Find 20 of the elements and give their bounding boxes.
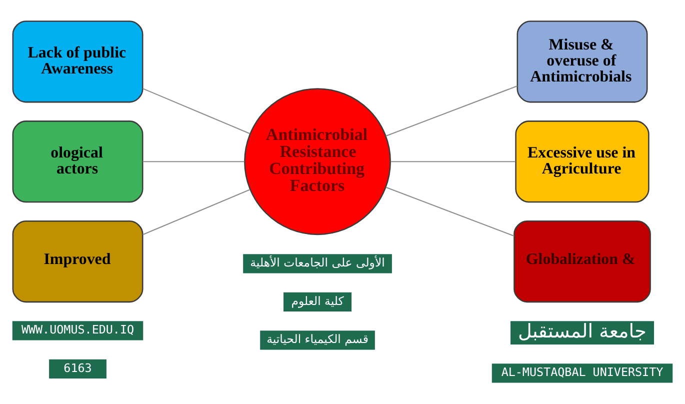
connector [386,86,518,136]
label: WWW.UOMUS.EDU.IQ [21,322,134,337]
connector [390,161,516,162]
node-box: Lack of public Awareness [12,20,144,103]
connector [142,88,250,134]
label: الأولى على الجامعات الأهلية [250,256,385,270]
label: AL-MUSTAQBAL UNIVERSITY [501,365,664,380]
node-box: Improved [12,220,144,303]
node-box: Misuse & overuse of Antimicrobials [516,20,648,103]
connector [386,186,514,236]
label: كلية العلوم [291,294,344,308]
label: جامعة المستقبل [518,319,646,342]
node-box: Excessive use in Agriculture [515,120,650,203]
connector [142,189,250,236]
node-box: Globalization & [514,220,651,303]
connector [142,161,244,162]
label: قسم الكيمياء الحياتية [266,332,368,346]
label: 6163 [64,360,92,375]
node-box: ological actors [12,120,144,203]
node-circle: Antimicrobial Resistance Contributing Factors [244,88,391,236]
